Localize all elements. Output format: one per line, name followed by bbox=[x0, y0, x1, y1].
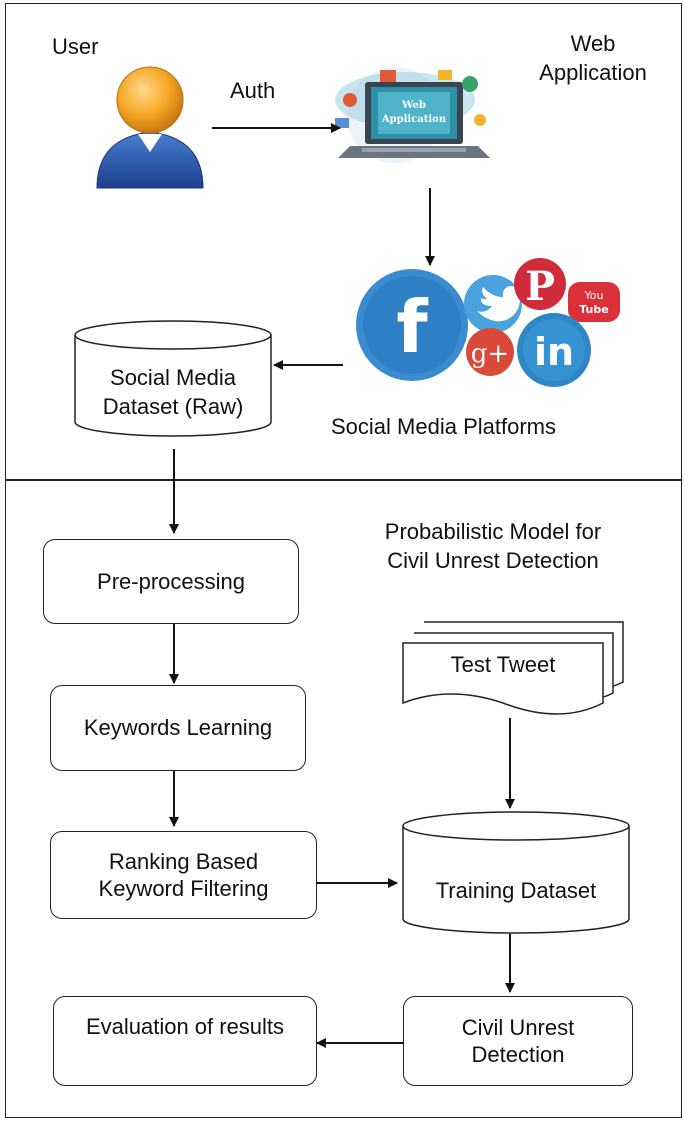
user-icon bbox=[96, 66, 204, 189]
laptop-web-app-icon: Web Application bbox=[335, 67, 490, 163]
social-media-icons: f P You Tube g+ in bbox=[356, 258, 620, 387]
evaluation-box: Evaluation of results bbox=[53, 996, 317, 1086]
svg-text:in: in bbox=[534, 330, 574, 374]
auth-label: Auth bbox=[230, 78, 276, 103]
test-tweet-document bbox=[402, 621, 624, 715]
svg-text:Application: Application bbox=[381, 114, 447, 125]
top-panel bbox=[5, 3, 682, 481]
raw-dataset-label: Social Media Dataset (Raw) bbox=[102, 365, 244, 419]
civil-unrest-detection-box: Civil Unrest Detection bbox=[403, 996, 633, 1086]
training-dataset-label: Training Dataset bbox=[435, 878, 597, 903]
svg-text:g+: g+ bbox=[471, 339, 509, 369]
test-tweet-label: Test Tweet bbox=[450, 652, 556, 677]
preprocessing-box: Pre-processing bbox=[43, 539, 299, 624]
bottom-panel bbox=[5, 479, 682, 1118]
training-dataset-cylinder bbox=[402, 811, 630, 934]
svg-text:f: f bbox=[396, 285, 428, 369]
svg-text:Tube: Tube bbox=[579, 303, 608, 316]
model-title: Probabilistic Model for Civil Unrest Det… bbox=[384, 519, 602, 573]
user-label: User bbox=[52, 34, 99, 59]
svg-text:You: You bbox=[584, 289, 604, 302]
svg-text:P: P bbox=[525, 263, 555, 310]
raw-dataset-cylinder bbox=[74, 320, 272, 437]
social-media-platforms-label: Social Media Platforms bbox=[331, 414, 556, 439]
svg-text:Web: Web bbox=[401, 100, 426, 111]
keywords-learning-box: Keywords Learning bbox=[50, 685, 306, 771]
ranking-filtering-box: Ranking Based Keyword Filtering bbox=[50, 831, 317, 919]
web-application-label: Web Application bbox=[539, 31, 647, 85]
